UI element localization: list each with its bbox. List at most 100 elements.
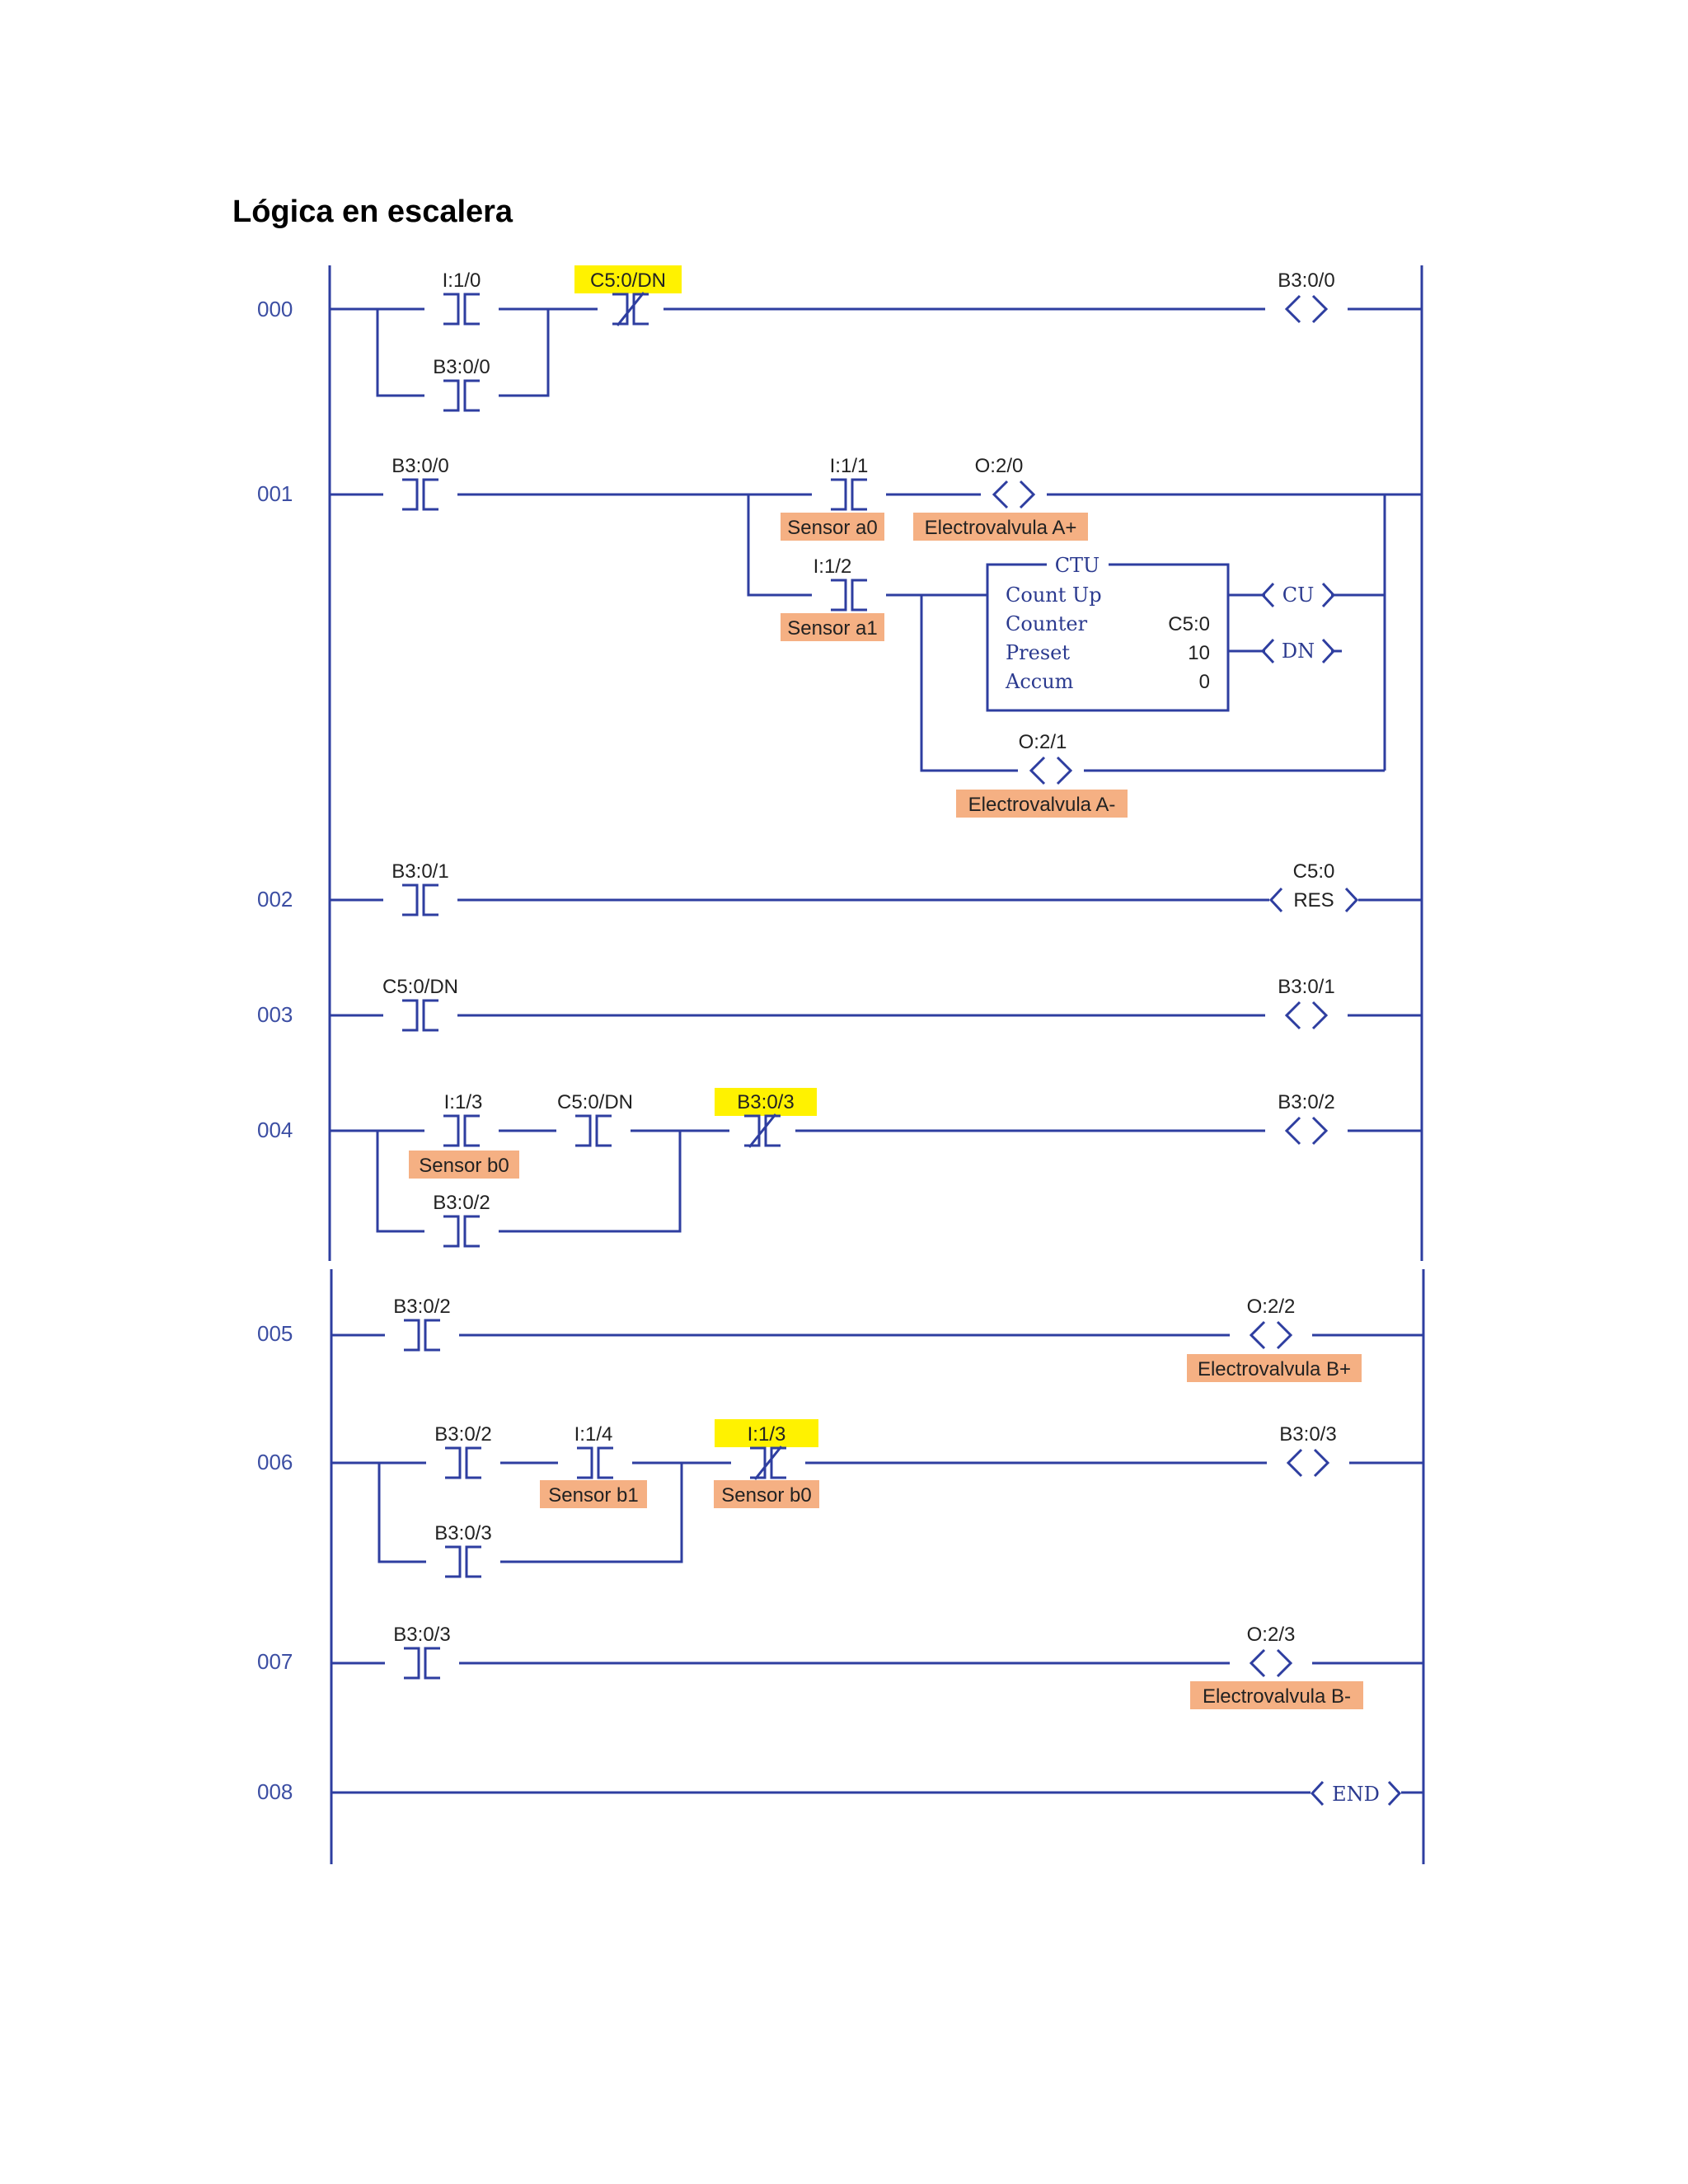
rung-number: 005 — [257, 1321, 293, 1346]
rung-005: 005 B3:0/2 O:2/2 Electrovalvula B+ — [257, 1296, 1423, 1382]
ctu-preset-label: Preset — [1006, 641, 1070, 664]
contact-no[interactable] — [402, 1647, 442, 1680]
rung-004: 004 I:1/3 Sensor b0 C5:0/DN B3:0/2 B3:0/… — [257, 1088, 1422, 1248]
coil-address: O:2/2 — [1247, 1296, 1296, 1318]
tag-label — [714, 1480, 819, 1508]
coil-address: O:2/0 — [975, 455, 1024, 477]
end-instruction[interactable]: END — [1310, 1780, 1402, 1807]
output-coil[interactable] — [1285, 1116, 1328, 1146]
output-coil[interactable] — [992, 480, 1035, 509]
contact-address: B3:0/3 — [393, 1624, 450, 1646]
rung-007: 007 B3:0/3 O:2/3 Electrovalvula B- — [257, 1624, 1423, 1709]
ctu-accum-value: 0 — [1199, 671, 1210, 693]
rung-number: 000 — [257, 297, 293, 321]
contact-no[interactable] — [443, 1545, 483, 1578]
ctu-line1: Count Up — [1006, 583, 1102, 607]
contact-nc[interactable] — [748, 1445, 788, 1481]
contact-address: B3:0/0 — [433, 356, 490, 378]
contact-no[interactable] — [443, 1446, 483, 1479]
tag-label — [409, 1151, 519, 1179]
tag-text: Sensor b1 — [548, 1484, 638, 1507]
contact-no[interactable] — [575, 1446, 615, 1479]
coil-address: O:2/1 — [1019, 731, 1067, 753]
contact-nc[interactable] — [743, 1113, 782, 1149]
contact-no[interactable] — [442, 293, 481, 326]
tag-label — [956, 790, 1128, 818]
ctu-counter-value: C5:0 — [1168, 613, 1210, 635]
contact-address: B3:0/3 — [434, 1522, 491, 1544]
ctu-title: CTU — [1055, 554, 1100, 577]
tag-label — [540, 1480, 647, 1508]
coil-address: C5:0 — [1293, 860, 1335, 883]
contact-address: B3:0/0 — [392, 455, 448, 477]
tag-text: Sensor b0 — [721, 1484, 811, 1507]
right-power-rail — [1420, 265, 1425, 1864]
coil-address: B3:0/0 — [1278, 269, 1334, 292]
rung-wire — [330, 1129, 1422, 1233]
end-text: END — [1332, 1783, 1380, 1806]
output-coil[interactable] — [1029, 756, 1072, 785]
rung-number: 003 — [257, 1002, 293, 1027]
tag-label — [1187, 1354, 1362, 1382]
rung-003: 003 C5:0/DN B3:0/1 — [257, 976, 1422, 1032]
ctu-preset-value: 10 — [1188, 642, 1210, 664]
contact-no[interactable] — [442, 1215, 481, 1248]
reset-coil[interactable]: RES — [1268, 887, 1359, 913]
contact-address: I:1/3 — [444, 1091, 483, 1113]
ctu-block[interactable]: CTU Count Up Counter C5:0 Preset 10 Accu… — [986, 554, 1230, 712]
cu-output[interactable]: CU — [1260, 582, 1336, 608]
tag-text: Electrovalvula B+ — [1198, 1358, 1351, 1380]
highlight — [715, 1419, 818, 1447]
tag-text: Sensor a1 — [787, 617, 877, 640]
output-coil[interactable] — [1287, 1448, 1329, 1478]
contact-address: B3:0/2 — [433, 1192, 490, 1214]
rung-number: 002 — [257, 887, 293, 912]
contact-no[interactable] — [574, 1114, 613, 1147]
rung-000: 000 I:1/0 B3:0/0 C5:0/DN B3:0/0 — [257, 265, 1422, 412]
contact-no[interactable] — [401, 883, 440, 916]
output-coil[interactable] — [1250, 1320, 1292, 1350]
contact-address: I:1/4 — [574, 1423, 613, 1446]
rung-wire — [330, 493, 1422, 772]
rung-wire — [331, 1461, 1423, 1563]
cu-text: CU — [1282, 583, 1315, 607]
output-coil[interactable] — [1250, 1648, 1292, 1678]
output-coil[interactable] — [1285, 294, 1328, 324]
rung-008: 008 END — [257, 1779, 1423, 1807]
contact-address: C5:0/DN — [557, 1091, 633, 1113]
contact-no[interactable] — [442, 379, 481, 412]
contact-address: I:1/1 — [830, 455, 869, 477]
rung-number: 006 — [257, 1450, 293, 1474]
coil-address: O:2/3 — [1247, 1624, 1296, 1646]
tag-text: Electrovalvula A- — [968, 794, 1116, 816]
highlight — [574, 265, 682, 293]
contact-no[interactable] — [401, 478, 440, 511]
coil-address: B3:0/1 — [1278, 976, 1334, 998]
rung-number: 007 — [257, 1649, 293, 1674]
dn-output[interactable]: DN — [1260, 638, 1336, 664]
contact-address: I:1/2 — [814, 555, 852, 578]
rung-wire — [330, 307, 1422, 397]
highlight — [715, 1088, 817, 1116]
ctu-accum-label: Accum — [1005, 670, 1074, 693]
contact-address: I:1/3 — [748, 1423, 786, 1446]
contact-nc[interactable] — [611, 291, 650, 327]
contact-no[interactable] — [829, 579, 869, 612]
left-power-rail — [328, 265, 333, 1864]
rung-number: 001 — [257, 481, 293, 506]
dn-text: DN — [1282, 640, 1315, 663]
contact-address: C5:0/DN — [382, 976, 458, 998]
contact-no[interactable] — [442, 1114, 481, 1147]
rung-001: 001 B3:0/0 I:1/1 Sensor a0 I:1/2 Sensor … — [257, 455, 1422, 818]
rung-002: 002 B3:0/1 RES C5:0 — [257, 860, 1422, 916]
contact-no[interactable] — [401, 999, 440, 1032]
contact-address: B3:0/2 — [434, 1423, 491, 1446]
reset-text: RES — [1293, 889, 1334, 912]
tag-label — [913, 513, 1088, 541]
page-title: Lógica en escalera — [232, 194, 513, 229]
coil-address: B3:0/2 — [1278, 1091, 1334, 1113]
contact-no[interactable] — [829, 478, 869, 511]
output-coil[interactable] — [1285, 1001, 1328, 1030]
contact-no[interactable] — [402, 1319, 442, 1352]
